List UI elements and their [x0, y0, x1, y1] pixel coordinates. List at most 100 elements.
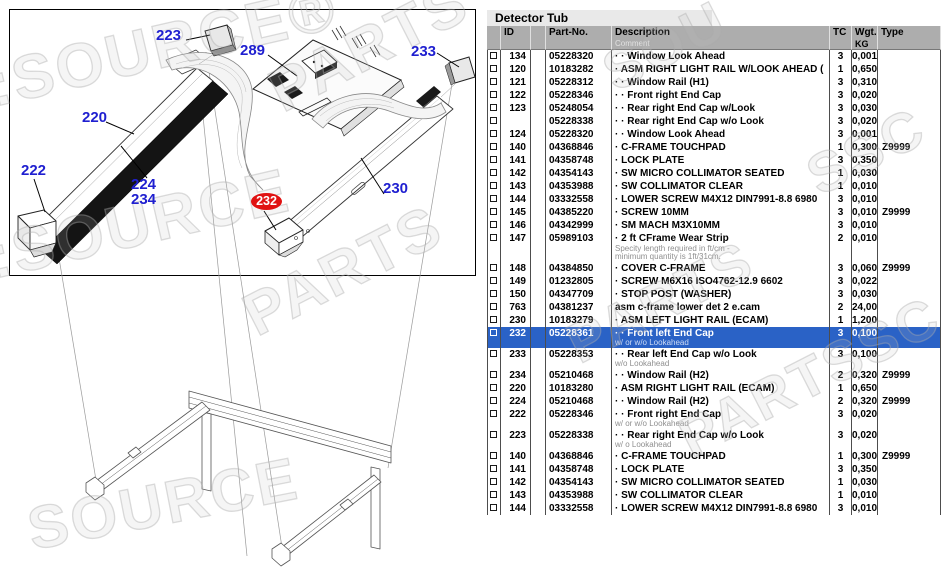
- cell-type: Z9999: [878, 261, 941, 275]
- part-callout-234[interactable]: 234: [131, 191, 157, 208]
- row-checkbox[interactable]: [490, 91, 497, 98]
- part-callout-232-selected[interactable]: 232: [251, 193, 282, 210]
- cell-spacer: [531, 462, 546, 476]
- row-checkbox[interactable]: [490, 289, 497, 297]
- row-description: · 2 ft CFrame Wear Strip: [615, 233, 729, 244]
- row-checkbox[interactable]: [490, 451, 497, 459]
- row-checkbox[interactable]: [490, 302, 497, 310]
- end-cap-232-target: [264, 217, 310, 258]
- part-callout-224[interactable]: 224: [131, 176, 157, 193]
- row-checkbox[interactable]: [490, 221, 497, 228]
- row-checkbox[interactable]: [490, 208, 497, 215]
- row-checkbox[interactable]: [490, 130, 497, 137]
- cell-part-no: 05228346: [546, 89, 612, 102]
- row-comment: w/ or w/o Lookahead: [615, 419, 689, 428]
- row-checkbox[interactable]: [490, 156, 497, 163]
- part-callout-222[interactable]: 222: [21, 162, 47, 179]
- row-checkbox[interactable]: [490, 503, 497, 511]
- row-checkbox[interactable]: [490, 315, 497, 323]
- cell-wgt: 0,010: [852, 232, 878, 262]
- cell-description: · C-FRAME TOUCHPAD: [612, 449, 830, 463]
- cell-description: · · Rear right End Cap w/Look: [612, 102, 830, 115]
- part-callout-289[interactable]: 289: [240, 42, 266, 59]
- row-checkbox[interactable]: [490, 104, 497, 111]
- row-comment: Specity length required in ft/cm - minim…: [615, 243, 730, 261]
- row-checkbox[interactable]: [490, 117, 497, 124]
- part-callout-233[interactable]: 233: [411, 43, 437, 60]
- header-comment: Comment: [615, 39, 650, 48]
- part-callout-223[interactable]: 223: [156, 27, 182, 44]
- row-checkbox[interactable]: [490, 464, 497, 472]
- row-checkbox-cell: [487, 326, 501, 348]
- row-checkbox[interactable]: [490, 328, 497, 336]
- cell-wgt: 0,310: [852, 76, 878, 89]
- cell-wgt: 0,010: [852, 501, 878, 515]
- row-checkbox[interactable]: [490, 169, 497, 176]
- part-callout-220[interactable]: 220: [82, 109, 108, 126]
- cell-wgt: 0,020: [852, 115, 878, 128]
- row-checkbox[interactable]: [490, 195, 497, 202]
- row-checkbox[interactable]: [490, 276, 497, 284]
- parts-panel: Detector Tub ID Part-No. Description Com…: [487, 10, 942, 515]
- cell-wgt: 1,200: [852, 313, 878, 327]
- row-checkbox[interactable]: [490, 490, 497, 498]
- row-checkbox[interactable]: [490, 349, 497, 357]
- row-checkbox[interactable]: [490, 409, 497, 417]
- row-checkbox[interactable]: [490, 477, 497, 485]
- row-checkbox[interactable]: [490, 383, 497, 391]
- cell-tc: 3: [830, 76, 852, 89]
- row-checkbox[interactable]: [490, 52, 497, 59]
- row-checkbox[interactable]: [490, 234, 497, 241]
- cell-tc: 1: [830, 167, 852, 180]
- cell-spacer: [531, 141, 546, 154]
- cell-part-no: 04384850: [546, 261, 612, 275]
- row-checkbox[interactable]: [490, 65, 497, 72]
- row-checkbox[interactable]: [490, 396, 497, 404]
- cell-type: [878, 381, 941, 395]
- cell-wgt: 0,300: [852, 449, 878, 463]
- row-checkbox[interactable]: [490, 263, 497, 271]
- part-callout-230[interactable]: 230: [383, 180, 409, 197]
- row-checkbox[interactable]: [490, 143, 497, 150]
- row-checkbox[interactable]: [490, 78, 497, 85]
- cell-spacer: [531, 76, 546, 89]
- cell-spacer: [531, 89, 546, 102]
- cell-tc: 2: [830, 300, 852, 314]
- row-checkbox[interactable]: [490, 430, 497, 438]
- row-checkbox[interactable]: [490, 370, 497, 378]
- cell-tc: 3: [830, 193, 852, 206]
- row-checkbox[interactable]: [490, 182, 497, 189]
